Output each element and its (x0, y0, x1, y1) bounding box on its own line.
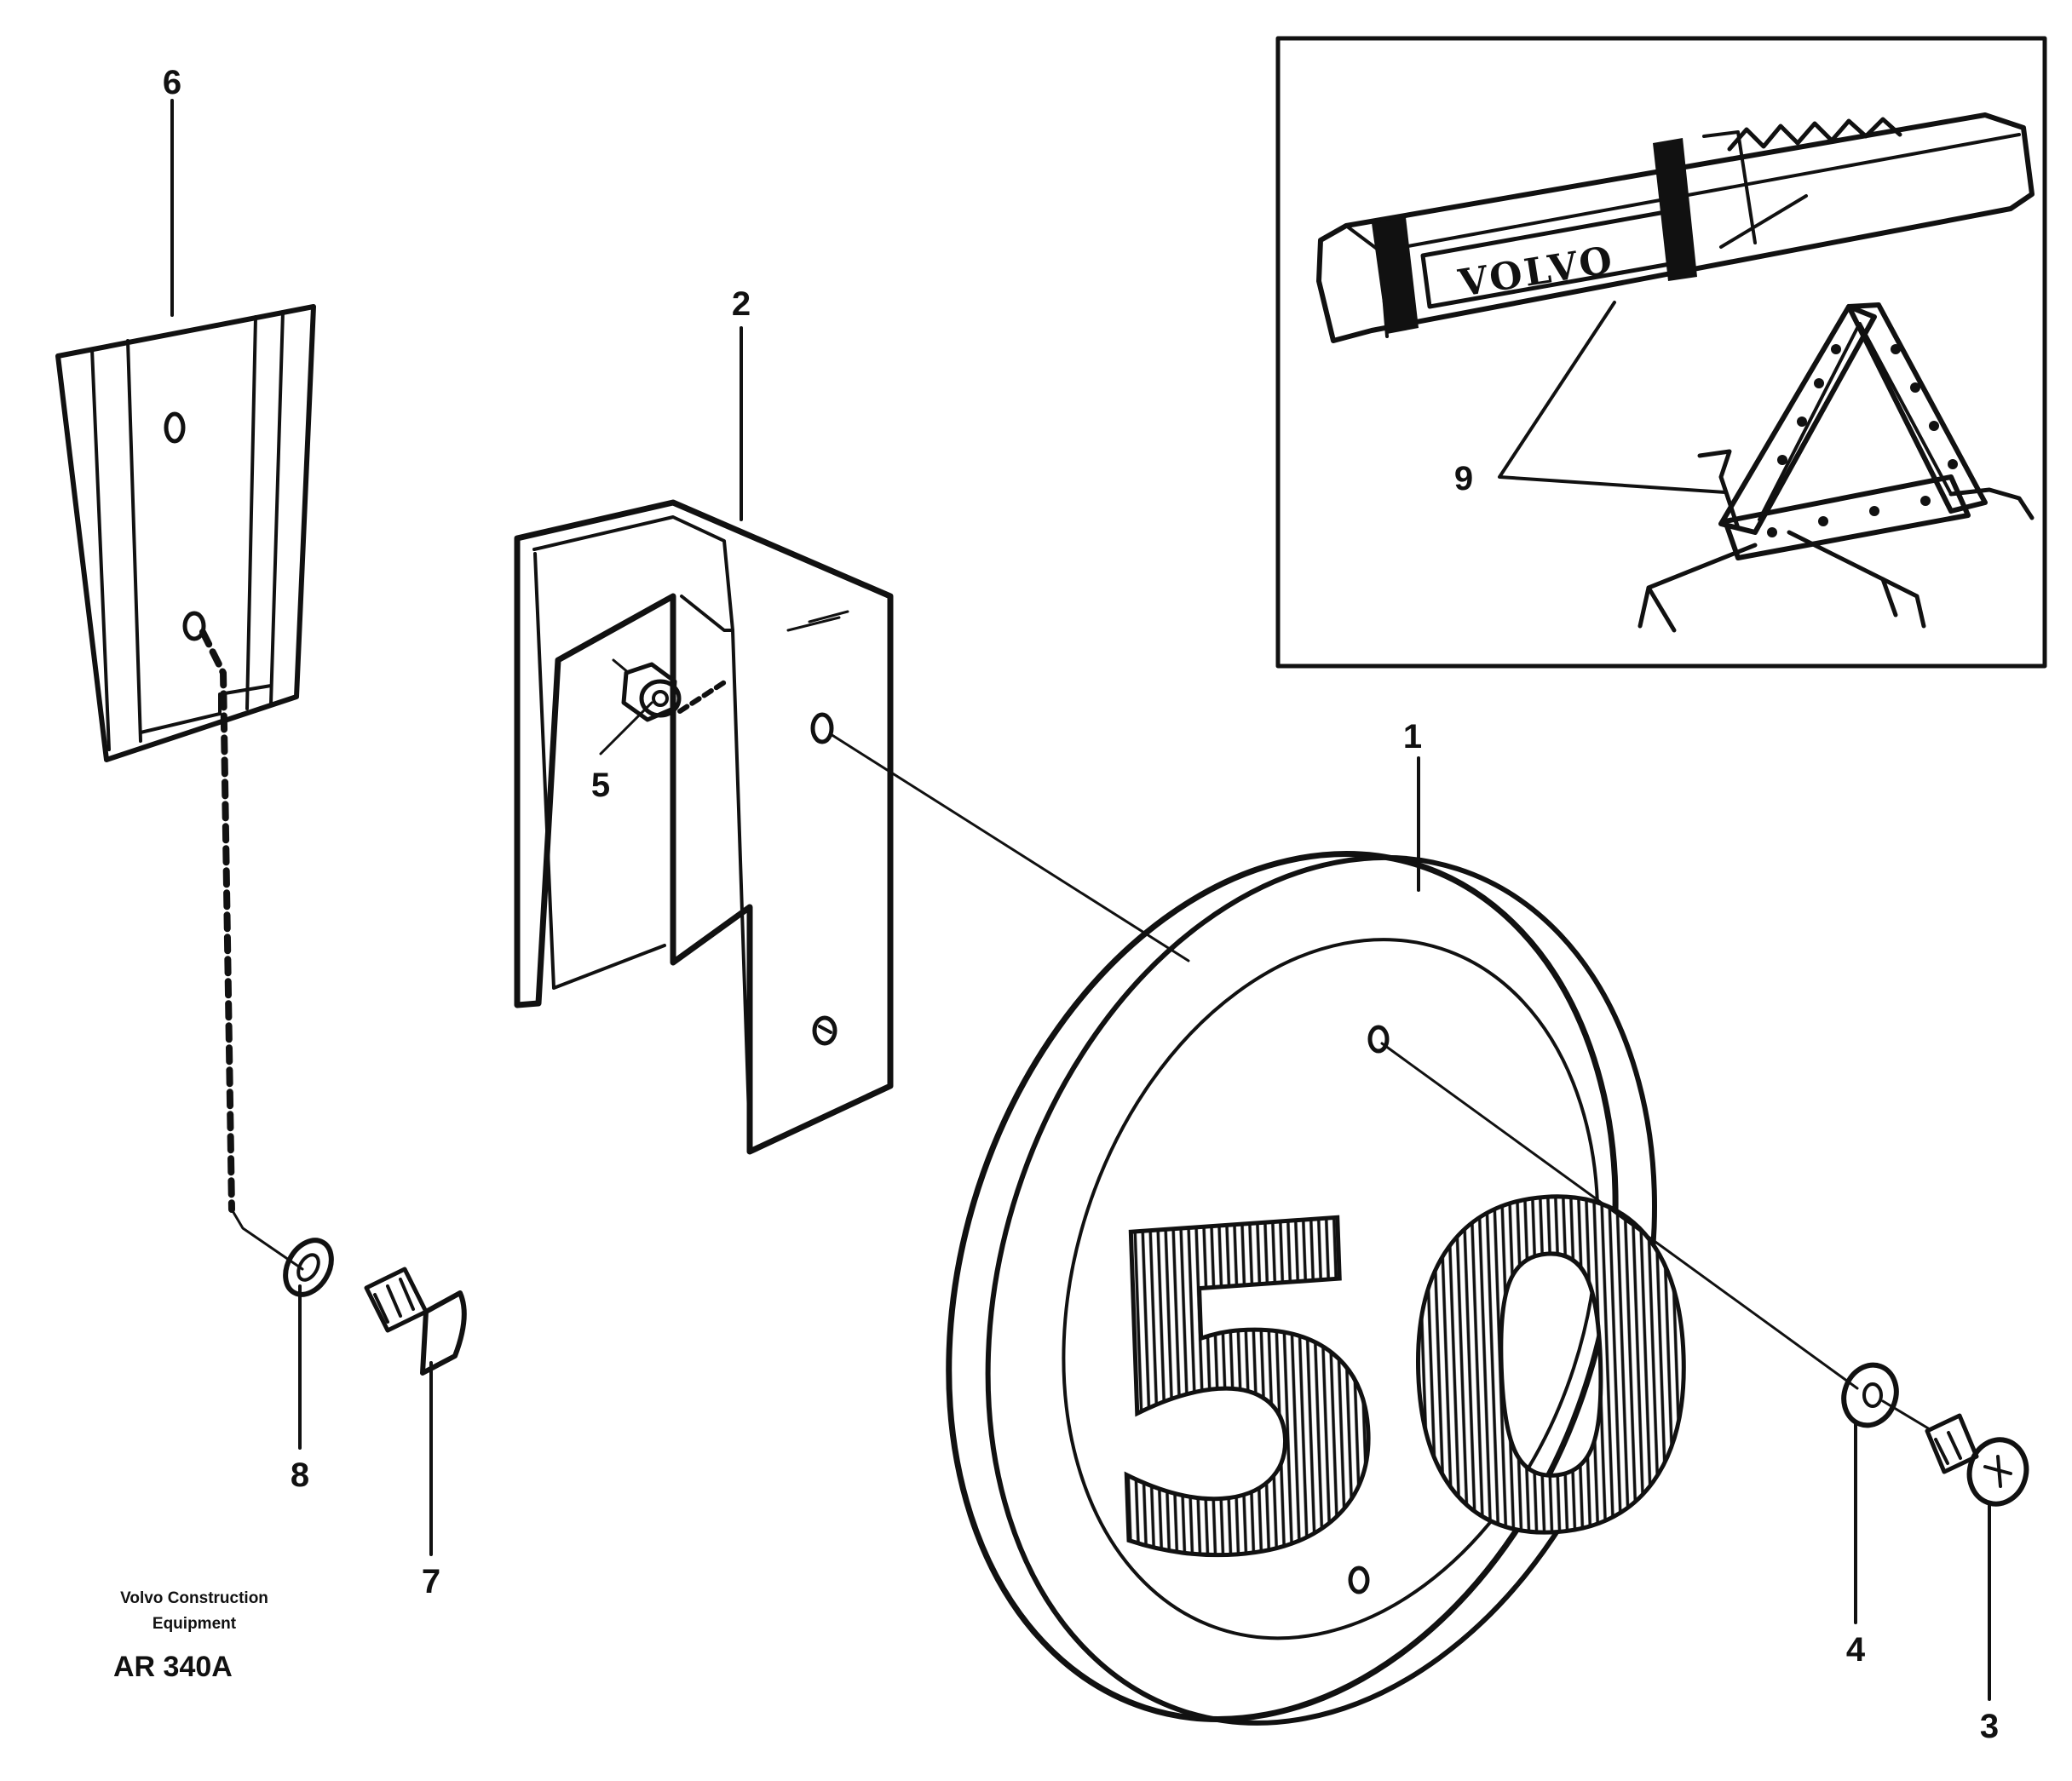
callout-8: 8 (291, 1456, 309, 1494)
fixing-path-dashed (199, 629, 235, 1213)
callout-2: 2 (732, 285, 751, 323)
bracket-to-sign-leader (829, 733, 1190, 962)
leader-9 (1498, 301, 1727, 494)
nut-part-5 (612, 658, 731, 722)
bolt-part-7 (364, 1267, 467, 1376)
callout-5: 5 (591, 767, 610, 804)
u-bracket-part-2 (514, 499, 894, 1155)
mounting-rail-part (55, 304, 316, 762)
leader-5 (599, 701, 653, 755)
washer-to-screw-leader (1881, 1399, 1931, 1431)
credit-line-2: Equipment (153, 1615, 237, 1633)
speed-limit-number: 50 (1081, 1104, 1714, 1663)
callout-3: 3 (1980, 1708, 1999, 1745)
triangle-storage-box: VOLVO (1316, 112, 2035, 343)
washer-part-8 (283, 1238, 334, 1297)
credit-line-1: Volvo Construction (120, 1589, 268, 1607)
washer-part-4 (1841, 1362, 1899, 1428)
fixing-path-leader (230, 1208, 304, 1271)
warning-triangle (1637, 302, 2035, 633)
screw-part-3 (1925, 1413, 2029, 1507)
callout-7: 7 (422, 1563, 440, 1600)
brand-label: VOLVO (1455, 238, 1618, 306)
sign-to-washer-leader (1380, 1042, 1859, 1390)
callout-4: 4 (1846, 1631, 1866, 1669)
inset-frame (1275, 36, 2047, 669)
callout-6: 6 (163, 64, 181, 101)
speed-sign-part-1: 50 (946, 851, 1716, 1726)
callout-1: 1 (1403, 718, 1422, 755)
callout-9: 9 (1454, 460, 1473, 497)
drawing-code: AR 340A (113, 1651, 233, 1683)
